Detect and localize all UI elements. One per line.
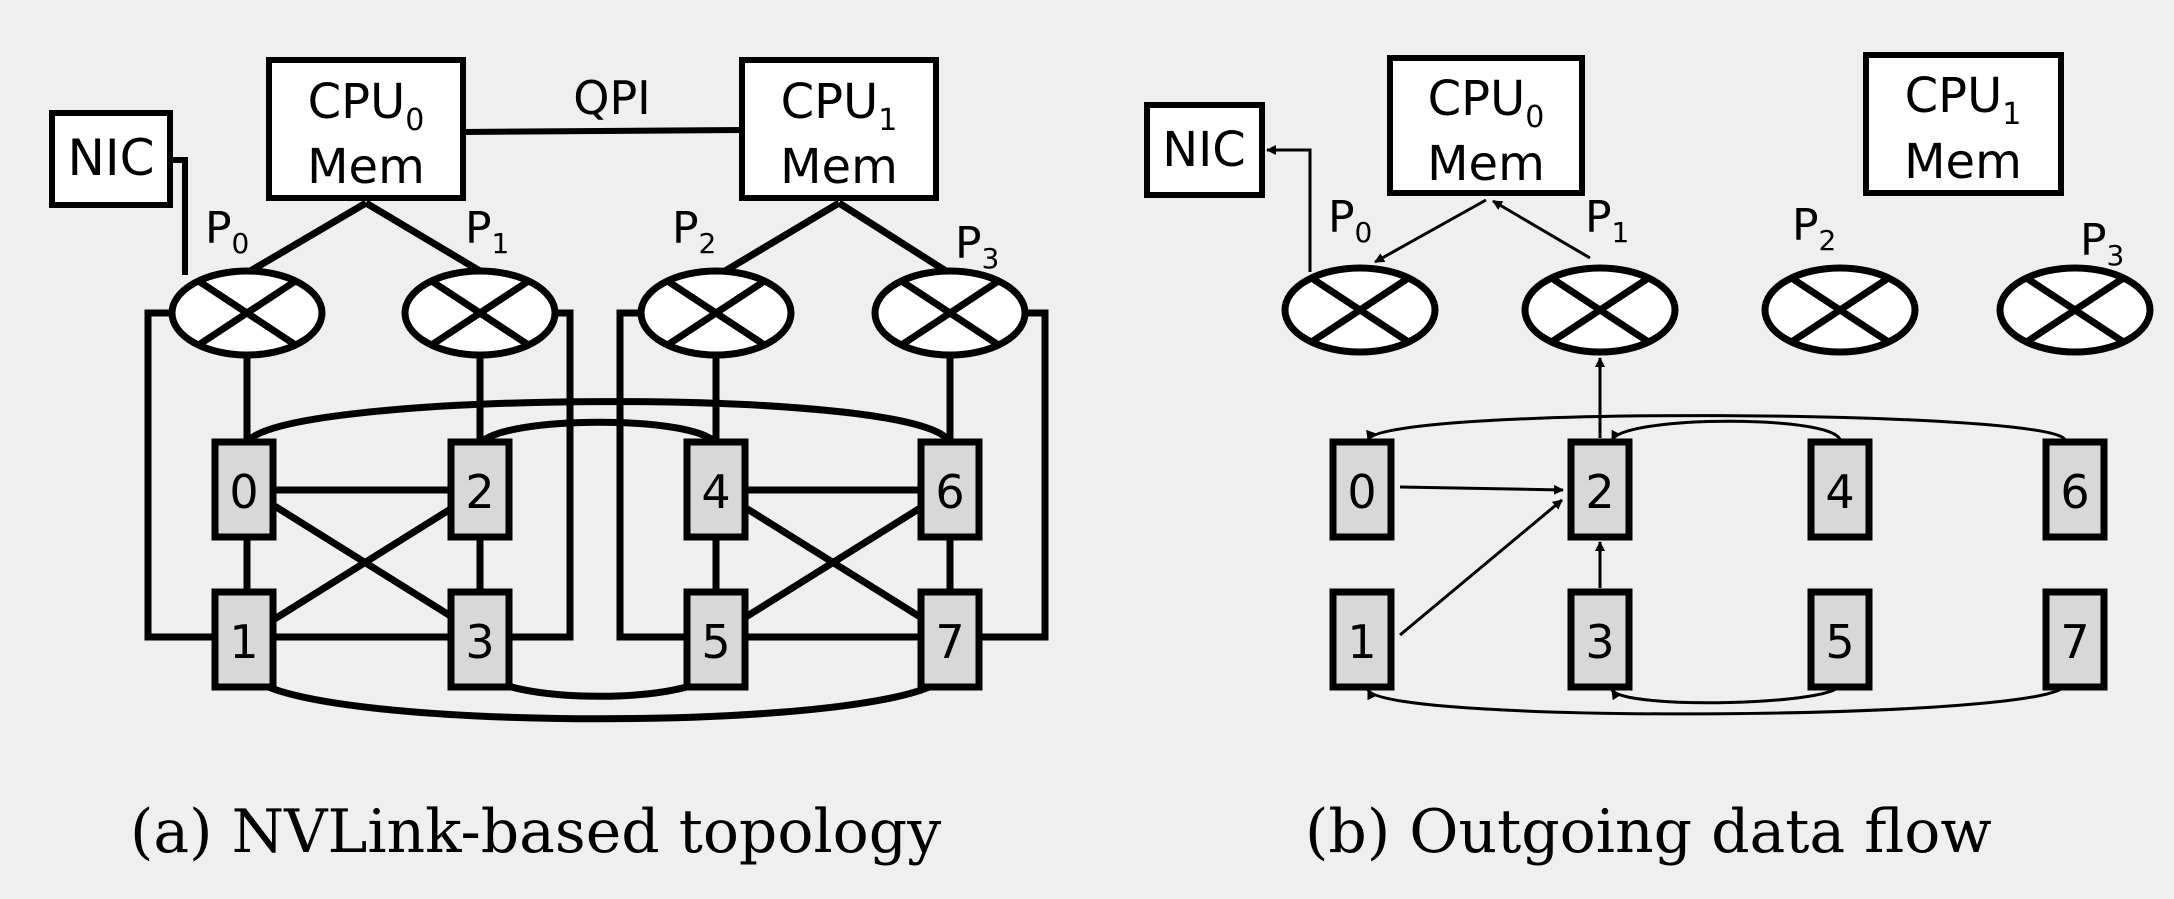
switch-p3-a — [871, 267, 1029, 359]
nic-p0-link — [170, 157, 188, 275]
p0-label-a: P0 — [205, 203, 249, 260]
cpu0-box-b — [1387, 55, 1585, 196]
switch-p2-a — [637, 267, 795, 359]
p1-label-b: P1 — [1585, 192, 1629, 249]
gpu-4-b: 4 — [1807, 438, 1873, 541]
switch-p2-b — [1761, 264, 1919, 356]
gpu-6-a: 6 — [917, 438, 983, 541]
switch-p0-a — [168, 267, 326, 359]
gpus-b: 0 1 2 3 4 5 6 7 — [1329, 438, 2108, 691]
p1-label-a: P1 — [465, 203, 509, 260]
gpu-0-b: 0 — [1329, 438, 1395, 541]
gpu-6-b: 6 — [2042, 438, 2108, 541]
p2-label-a: P2 — [672, 203, 716, 260]
switch-gpu-links-a — [243, 353, 954, 440]
gpu-0-a: 0 — [211, 438, 277, 541]
cpu0-sub-a: 0 — [405, 103, 424, 138]
gpu-1-a: 1 — [211, 588, 277, 691]
nic-box-a — [49, 110, 173, 208]
caption-a: (a) NVLink-based topology — [130, 797, 941, 867]
nvlink-arcs-a — [243, 398, 954, 723]
p3-label-a: P3 — [955, 218, 999, 275]
cpu1-sub-b: 1 — [2002, 97, 2021, 132]
gpu-5-a: 5 — [683, 588, 749, 691]
switch-p3-b — [1996, 264, 2154, 356]
switch-p0-b — [1281, 264, 1439, 356]
p0-label-b: P0 — [1328, 192, 1372, 249]
data-flow-arrows — [1266, 145, 2067, 716]
svg-text:0: 0 — [229, 465, 258, 519]
gpu-3-a: 3 — [447, 588, 513, 691]
p3-label-b: P3 — [2080, 215, 2124, 272]
p2-label-b: P2 — [1792, 200, 1836, 257]
svg-text:1: 1 — [229, 615, 258, 669]
nic-label-b: NIC — [1162, 122, 1246, 178]
cpu1-mem-b: Mem — [1904, 134, 2022, 190]
gpu-3-b: 3 — [1567, 588, 1633, 691]
svg-text:3: 3 — [465, 615, 494, 669]
nvlink-cross-a — [243, 486, 954, 641]
svg-text:5: 5 — [1825, 615, 1854, 669]
gpu-2-b: 2 — [1567, 438, 1633, 541]
svg-text:6: 6 — [935, 465, 964, 519]
cpu1-label-a: CPU1 — [781, 74, 898, 138]
pcie-switches-b — [1281, 264, 2154, 356]
gpu-5-b: 5 — [1807, 588, 1873, 691]
cpu0-label-a: CPU0 — [308, 74, 425, 138]
cpu0-mem-a: Mem — [307, 139, 425, 195]
gpu-7-b: 7 — [2042, 588, 2108, 691]
gpu-1-b: 1 — [1329, 588, 1395, 691]
gpus-a: 0 1 2 3 4 5 6 7 — [211, 438, 983, 691]
qpi-link — [462, 127, 743, 135]
caption-b: (b) Outgoing data flow — [1305, 797, 1992, 867]
cpu1-box-b — [1863, 52, 2064, 196]
svg-text:4: 4 — [1825, 465, 1854, 519]
svg-text:5: 5 — [701, 615, 730, 669]
outer-switch-loops-a — [144, 309, 1049, 641]
svg-text:0: 0 — [1347, 465, 1376, 519]
cpu1-label-b: CPU1 — [1905, 68, 2022, 132]
cpu0-mem-b: Mem — [1427, 136, 1545, 192]
cpu0-box-a — [266, 57, 466, 201]
panel-b: NIC CPU0 Mem CPU1 Mem P0 P1 P2 P3 — [1144, 52, 2154, 867]
svg-text:2: 2 — [465, 465, 494, 519]
pcie-switches-a — [168, 267, 1029, 359]
switch-p1-a — [401, 267, 559, 359]
svg-text:3: 3 — [1585, 615, 1614, 669]
svg-text:1: 1 — [1347, 615, 1376, 669]
switch-p1-b — [1521, 264, 1679, 356]
gpu-4-a: 4 — [683, 438, 749, 541]
qpi-label: QPI — [573, 71, 651, 125]
gpu-7-a: 7 — [917, 588, 983, 691]
cpu-switch-links-a — [233, 199, 962, 284]
cpu0-label-b: CPU0 — [1428, 71, 1545, 135]
svg-text:6: 6 — [2060, 465, 2089, 519]
cpu1-sub-a: 1 — [878, 103, 897, 138]
panel-a: NIC CPU0 Mem CPU1 Mem QPI P0 P1 P2 P3 — [49, 57, 1049, 867]
svg-text:7: 7 — [935, 615, 964, 669]
cpu0-sub-b: 0 — [1525, 100, 1544, 135]
nic-box-b — [1144, 102, 1265, 198]
cpu1-box-a — [739, 57, 939, 201]
svg-text:4: 4 — [701, 465, 730, 519]
gpu-2-a: 2 — [447, 438, 513, 541]
cpu1-mem-a: Mem — [780, 139, 898, 195]
svg-text:7: 7 — [2060, 615, 2089, 669]
svg-text:2: 2 — [1585, 465, 1614, 519]
nic-label-a: NIC — [67, 129, 154, 187]
